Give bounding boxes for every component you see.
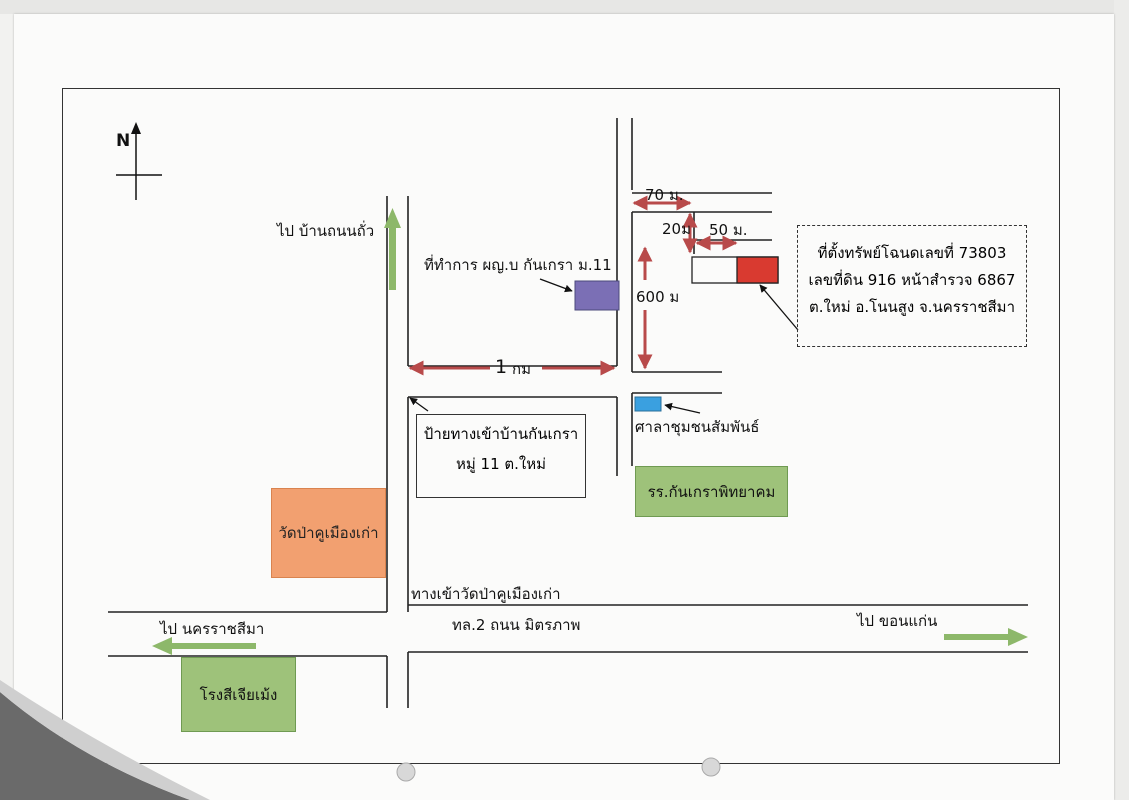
rice-mill-label: โรงสีเจียเม้ง xyxy=(199,685,278,704)
school-landmark: รร.กันเกราพิทยาคม xyxy=(635,466,788,517)
highway-label: ทล.2 ถนน มิตรภาพ xyxy=(452,616,581,634)
hall-marker-icon xyxy=(634,396,662,412)
school-label: รร.กันเกราพิทยาคม xyxy=(647,482,776,501)
north-arrow-icon xyxy=(116,122,162,200)
compass-north-label: N xyxy=(116,131,131,151)
road-lines xyxy=(108,118,1028,708)
road-to-temple-label: ทางเข้าวัดป่าคูเมืองเก่า xyxy=(411,585,561,603)
village-sign-box: ป้ายทางเข้าบ้านกันเกรา หมู่ 11 ต.ใหม่ xyxy=(416,414,586,498)
scanner-right-edge xyxy=(1114,0,1129,800)
scanner-top-edge xyxy=(0,0,1129,14)
to-khon-kaen-label: ไป ขอนแก่น xyxy=(857,612,938,630)
direction-arrows xyxy=(152,208,1028,655)
property-marker-icon xyxy=(736,256,779,284)
rice-mill-landmark: โรงสีเจียเม้ง xyxy=(181,657,296,732)
temple-label: วัดป่าคูเมืองเก่า xyxy=(278,524,379,542)
office-marker-icon xyxy=(574,280,620,311)
pointer-arrows xyxy=(409,278,799,414)
distance-arrows xyxy=(408,195,738,376)
distance-70-label: 70 ม. xyxy=(645,186,684,204)
map-frame xyxy=(62,88,1060,764)
village-sign-line-2: หมู่ 11 ต.ใหม่ xyxy=(455,455,546,473)
distance-1km-unit-label: กม xyxy=(512,360,531,378)
binder-holes xyxy=(396,757,721,782)
distance-20-label: 20ม xyxy=(662,220,691,238)
folded-corner xyxy=(0,692,190,800)
property-line-1: ที่ตั้งทรัพย์โฉนดเลขที่ 73803 xyxy=(817,244,1007,262)
distance-600-label: 600 ม xyxy=(636,288,680,306)
distance-50-label: 50 ม. xyxy=(709,221,748,239)
village-sign-line-1: ป้ายทางเข้าบ้านกันเกรา xyxy=(423,425,579,443)
property-line-3: ต.ใหม่ อ.โนนสูง จ.นครราชสีมา xyxy=(809,298,1015,316)
office-label: ที่ทำการ ผญ.บ กันเกรา ม.11 xyxy=(424,256,612,274)
community-hall-label: ศาลาชุมชนสัมพันธ์ xyxy=(635,418,760,436)
to-nakhon-ratchasima-label: ไป นครราชสีมา xyxy=(160,620,265,638)
to-ban-thanon-thua-label: ไป บ้านถนนถั่ว xyxy=(277,222,375,240)
distance-1km-label: 1 xyxy=(495,356,508,378)
temple-landmark: วัดป่าคูเมืองเก่า xyxy=(271,488,386,578)
property-line-2: เลขที่ดิน 916 หน้าสำรวจ 6867 xyxy=(808,271,1016,289)
property-info-box: ที่ตั้งทรัพย์โฉนดเลขที่ 73803 เลขที่ดิน … xyxy=(797,225,1027,347)
